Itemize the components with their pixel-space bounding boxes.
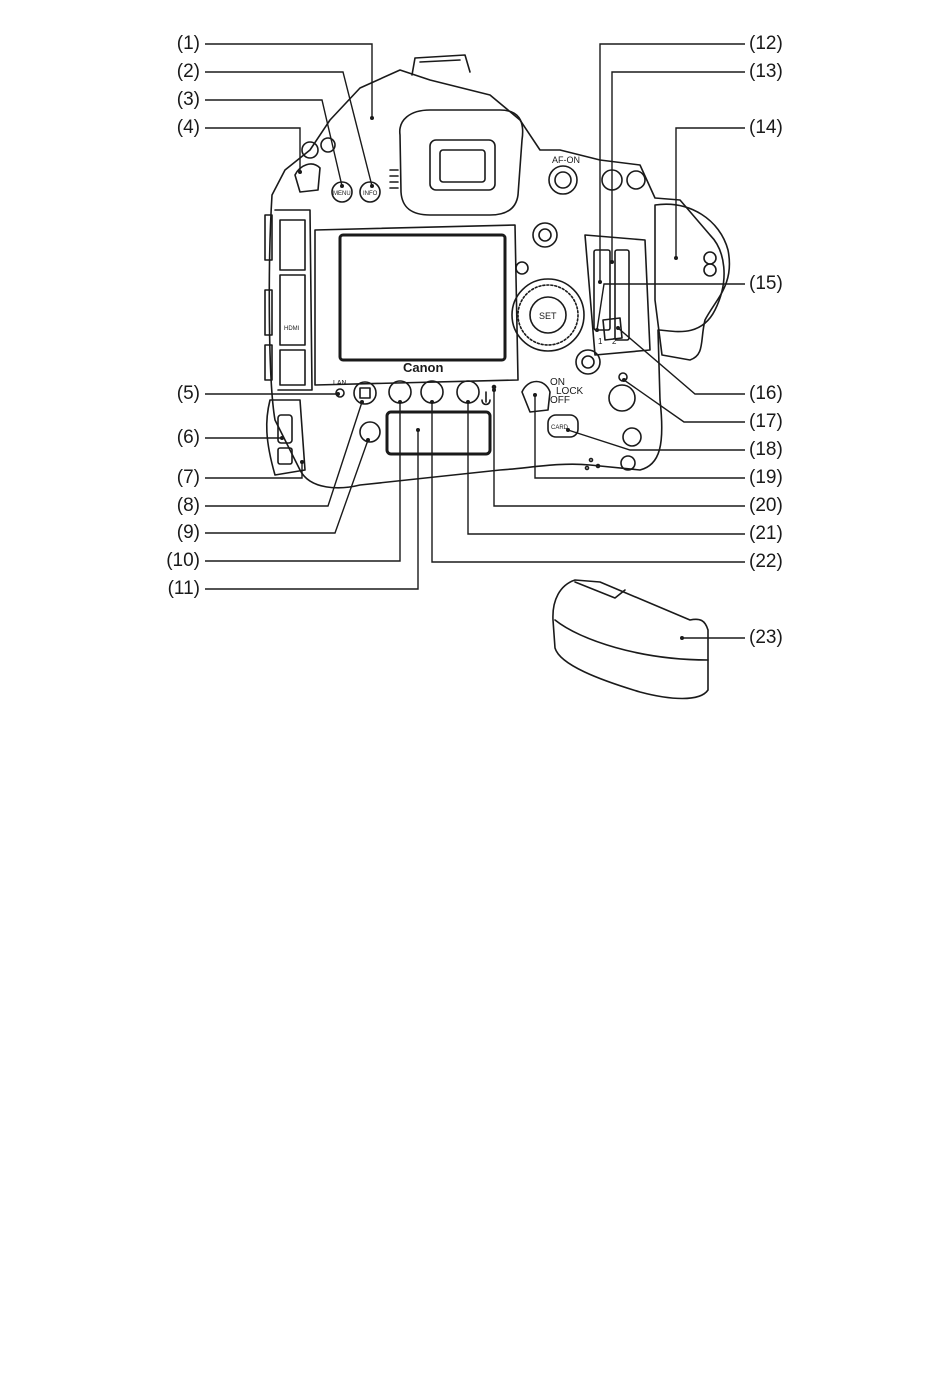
eyecup-accessory <box>553 580 708 699</box>
leader-1 <box>205 44 372 118</box>
hot-shoe <box>412 55 470 75</box>
leader-11 <box>205 430 418 589</box>
magnify-button[interactable] <box>389 381 411 403</box>
callout-20: (20) <box>749 496 809 516</box>
microphone <box>482 392 490 405</box>
rear-lcd-panel <box>387 412 490 454</box>
rating-button[interactable] <box>421 381 443 403</box>
playback-button[interactable] <box>354 382 376 404</box>
hdmi-label: HDMI <box>284 326 300 332</box>
callout-2: (2) <box>140 62 200 82</box>
power-off-label: OFF <box>550 395 570 406</box>
callout-18: (18) <box>749 440 809 460</box>
callout-13: (13) <box>749 62 809 82</box>
callout-6: (6) <box>140 428 200 448</box>
leader-18 <box>568 430 745 450</box>
lan-label: LAN <box>333 380 347 387</box>
callout-8: (8) <box>140 496 200 516</box>
callout-16: (16) <box>749 384 809 404</box>
callout-12: (12) <box>749 34 809 54</box>
callout-7: (7) <box>140 468 200 488</box>
callout-21: (21) <box>749 524 809 544</box>
callout-23: (23) <box>749 628 809 648</box>
af-on-label: AF-ON <box>552 155 580 165</box>
leader-14 <box>676 128 745 258</box>
af-on-button[interactable] <box>549 166 577 194</box>
leader-20 <box>494 390 745 506</box>
lcd-monitor <box>340 235 505 360</box>
card-slot-cover <box>655 204 729 360</box>
callout-14: (14) <box>749 118 809 138</box>
leader-4 <box>205 128 300 172</box>
callout-11: (11) <box>140 579 200 599</box>
multi-controller-top[interactable] <box>533 223 557 247</box>
callout-5: (5) <box>140 384 200 404</box>
callout-15: (15) <box>749 274 809 294</box>
menu-label: MENU <box>333 191 351 197</box>
callout-3: (3) <box>140 90 200 110</box>
callout-1: (1) <box>140 34 200 54</box>
viewfinder-eyecup <box>400 110 523 215</box>
protect-button[interactable] <box>457 381 479 403</box>
camera-body-outline <box>269 70 724 488</box>
info-label: INFO <box>363 191 378 197</box>
callout-19: (19) <box>749 468 809 488</box>
card-slot-1 <box>594 250 610 330</box>
leader-2 <box>205 72 372 186</box>
leader-8 <box>205 402 362 506</box>
multi-controller-bottom[interactable] <box>576 350 600 374</box>
erase-button[interactable] <box>360 422 380 442</box>
slot2-label: 2 <box>612 337 617 346</box>
callout-4: (4) <box>140 118 200 138</box>
callout-9: (9) <box>140 523 200 543</box>
leader-13 <box>612 72 745 262</box>
set-label: SET <box>539 311 557 321</box>
leader-17 <box>624 380 745 422</box>
callout-10: (10) <box>140 551 200 571</box>
power-switch[interactable] <box>522 382 550 413</box>
leader-22 <box>432 402 745 562</box>
callout-17: (17) <box>749 412 809 432</box>
slot1-label: 1 <box>598 337 603 346</box>
leader-16 <box>618 328 745 394</box>
camera-brand-label: Canon <box>403 360 444 375</box>
leader-9 <box>205 440 368 533</box>
callout-22: (22) <box>749 552 809 572</box>
